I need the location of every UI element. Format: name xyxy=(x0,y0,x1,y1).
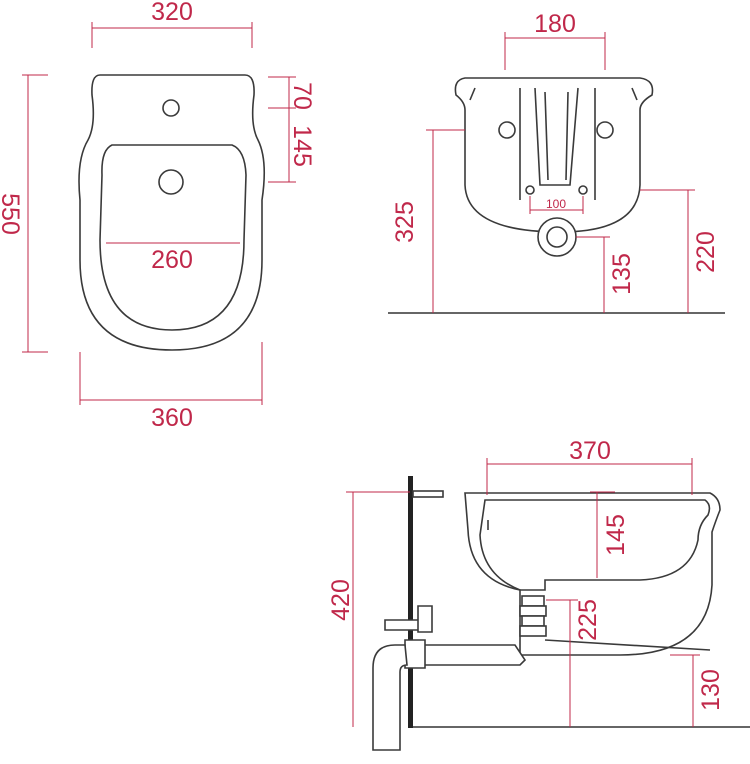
side-view: 370 145 420 225 130 xyxy=(327,437,750,751)
dim-trap-height: 225 xyxy=(574,599,602,641)
dim-length: 550 xyxy=(0,193,24,235)
tap-hole xyxy=(162,99,180,117)
fixing-hole-right xyxy=(596,121,614,139)
dim-fixing-distance: 180 xyxy=(534,10,576,38)
dim-fixing-height: 220 xyxy=(692,231,720,273)
dim-drain-height: 135 xyxy=(608,253,636,295)
drain-hole xyxy=(158,169,184,195)
dim-inlet-height: 130 xyxy=(697,669,725,711)
dim-depth-tap: 70 xyxy=(288,82,316,110)
top-view-outline xyxy=(78,74,266,351)
dim-height: 420 xyxy=(327,579,355,621)
wall xyxy=(408,476,413,728)
dim-width-top: 320 xyxy=(151,0,193,26)
dim-depth: 370 xyxy=(569,437,611,465)
fixing-hole-left xyxy=(498,121,516,139)
dim-outlet-spacing: 100 xyxy=(546,197,566,211)
side-view-body xyxy=(464,492,721,656)
front-view: 180 325 100 135 220 xyxy=(388,10,725,314)
dim-depth-drain: 145 xyxy=(288,125,316,167)
drain-pipe xyxy=(372,644,408,751)
top-view: 320 70 145 550 260 360 xyxy=(0,0,316,432)
dim-height-total: 325 xyxy=(391,201,419,243)
dim-bowl-depth: 145 xyxy=(602,514,630,556)
top-view-bowl xyxy=(99,144,247,331)
waste-outlet-outer xyxy=(537,217,577,257)
dim-bowl-width: 260 xyxy=(151,246,193,274)
waste-outlet-inner xyxy=(546,226,568,248)
dim-width-bottom: 360 xyxy=(151,404,193,432)
